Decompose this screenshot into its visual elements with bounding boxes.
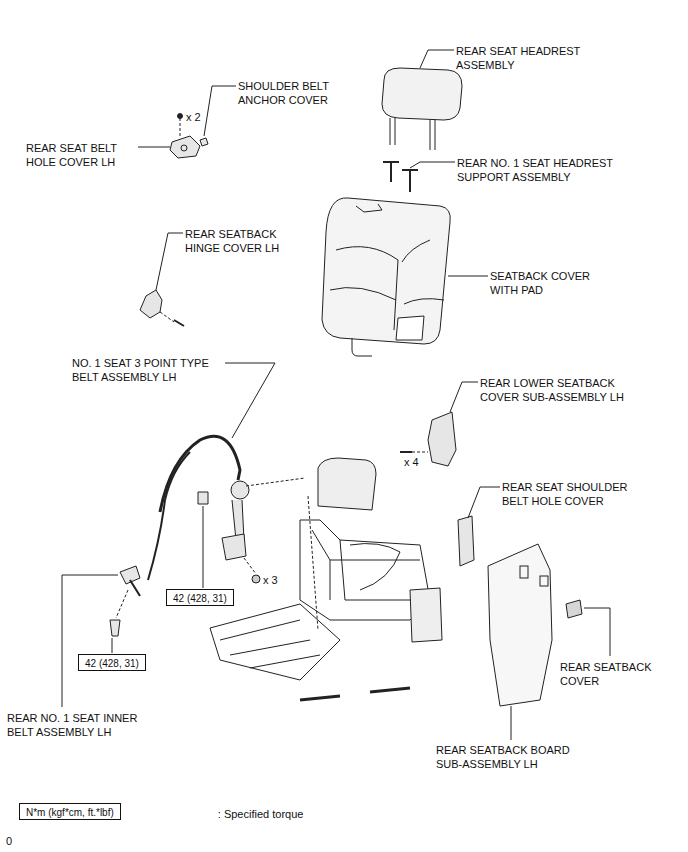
part-label: REAR SEAT HEADREST ASSEMBLY: [456, 44, 611, 72]
part-label: SHOULDER BELT ANCHOR COVER: [238, 79, 343, 107]
legend-text: : Specified torque: [218, 808, 304, 820]
part-label: REAR SEATBACK HINGE COVER LH: [185, 227, 305, 255]
part-label: REAR LOWER SEATBACK COVER SUB-ASSEMBLY L…: [480, 376, 640, 404]
torque-box: 42 (428, 31): [78, 654, 146, 671]
part-label: REAR NO. 1 SEAT HEADREST SUPPORT ASSEMBL…: [457, 156, 652, 184]
part-label: REAR SEATBACK COVER: [560, 660, 675, 688]
part-label: REAR SEAT SHOULDER BELT HOLE COVER: [502, 480, 647, 508]
part-label: REAR SEATBACK BOARD SUB-ASSEMBLY LH: [436, 743, 586, 771]
part-label: SEATBACK COVER WITH PAD: [490, 269, 610, 297]
torque-value: 42 (428, 31): [85, 658, 139, 669]
torque-value: N*m (kgf*cm, ft.*lbf): [26, 807, 114, 818]
part-label: REAR NO. 1 SEAT INNER BELT ASSEMBLY LH: [7, 711, 162, 739]
part-label: REAR SEAT BELT HOLE COVER LH: [26, 141, 146, 169]
quantity-label: x 3: [263, 573, 303, 587]
torque-value: 42 (428, 31): [173, 593, 227, 604]
quantity-label: x 2: [186, 110, 226, 124]
figure-number: 0: [6, 834, 26, 848]
torque-legend-box: N*m (kgf*cm, ft.*lbf): Specified torque: [19, 803, 121, 820]
quantity-label: x 4: [404, 455, 444, 469]
torque-box: 42 (428, 31): [166, 589, 234, 606]
part-label: NO. 1 SEAT 3 POINT TYPE BELT ASSEMBLY LH: [72, 356, 232, 384]
